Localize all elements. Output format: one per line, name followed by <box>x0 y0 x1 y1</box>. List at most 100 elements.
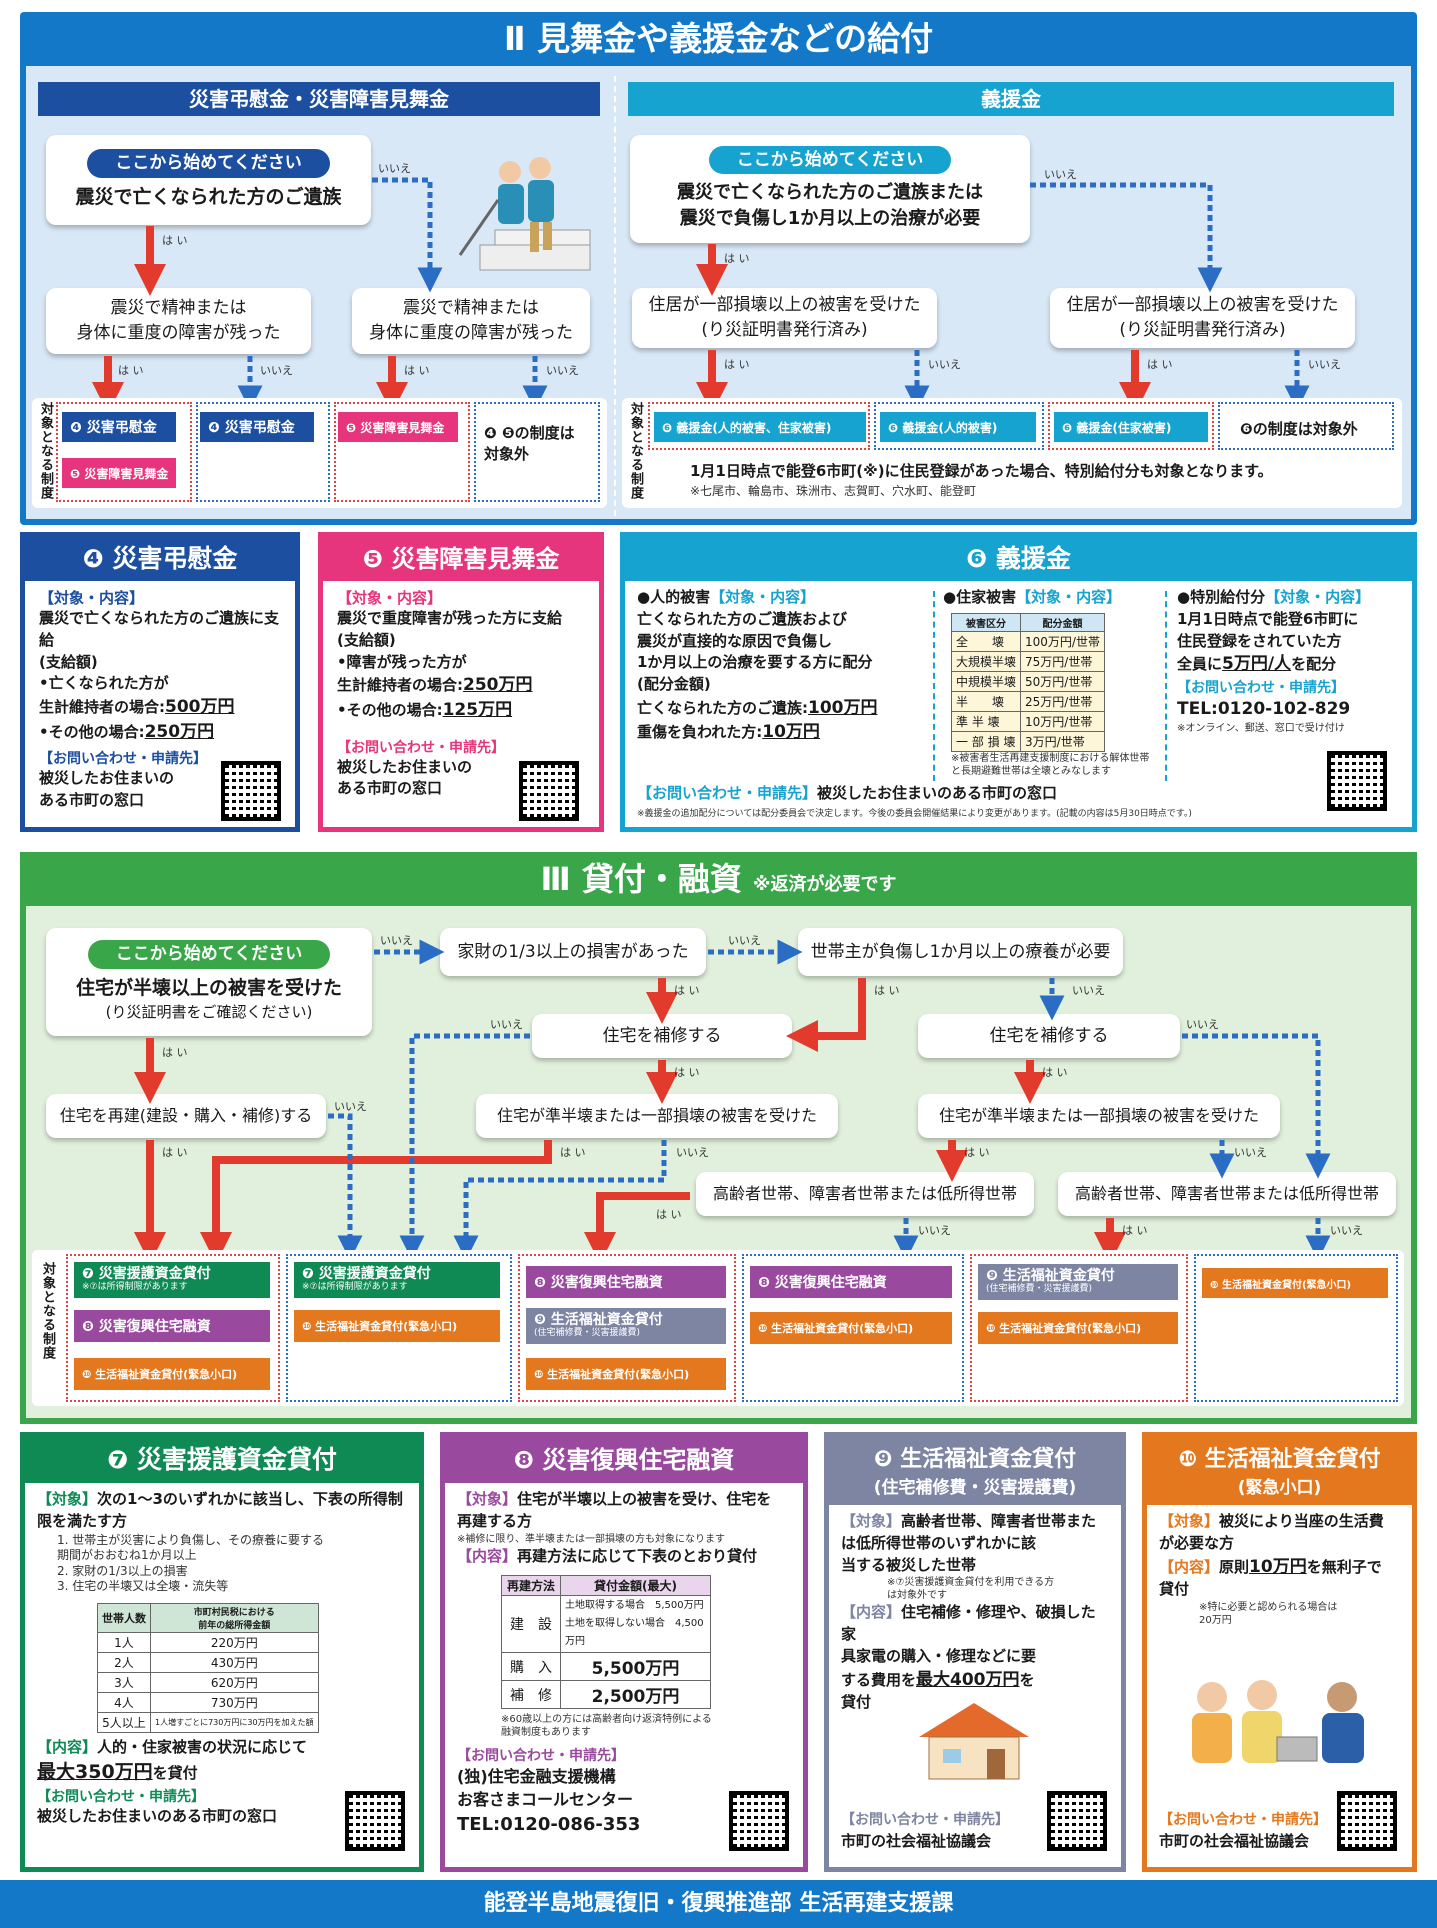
no-label: いいえ <box>1072 984 1105 997</box>
subtitle: ※返済が必要です <box>753 874 897 895</box>
title: ❿ 生活福祉資金貸付 <box>1178 1447 1381 1472</box>
yes-label: は い <box>560 1146 586 1159</box>
cell <box>518 1254 736 1402</box>
cell: 5人以上 <box>97 1711 151 1733</box>
th: 再建方法 <box>501 1575 561 1597</box>
qr-code[interactable] <box>345 1791 405 1851</box>
text: 住宅が半壊以上の被害を受け、住宅を 再建する方 <box>457 1490 772 1530</box>
title: ❾ 生活福祉資金貸付 <box>873 1447 1077 1472</box>
cell: 620万円 <box>150 1671 319 1693</box>
amount: 100万円 <box>808 697 878 718</box>
text: •障害が残った方が 生計維持者の場合:250万円 <box>337 652 585 698</box>
card-donation: ❻ 義援金 ●人的被害【対象・内容】 亡くなられた方のご遺族および 震災が直接的… <box>620 532 1417 832</box>
no-label: いいえ <box>1186 1018 1219 1031</box>
cell <box>648 402 870 450</box>
note: ※⑦災害援護資金貸付を利用できる方 は対象外です <box>887 1577 1055 1602</box>
label: 【内容】 <box>841 1603 902 1622</box>
no-label: いいえ <box>928 358 961 371</box>
text: ●人的被害【対象・内容】 <box>637 587 937 609</box>
label: 【対象】 <box>1159 1512 1220 1530</box>
note: ※特に必要と認められる場合は 20万円 <box>1199 1601 1338 1626</box>
text: •亡くなられた方が 生計維持者の場合:500万円 <box>39 673 281 719</box>
no-label: いいえ <box>1044 168 1077 181</box>
tag-loan9: ❾ 生活福祉資金貸付(住宅補修費・災害援護費) <box>978 1264 1178 1300</box>
text: 再建方法に応じて下表のとおり貸付 <box>517 1546 758 1565</box>
cell <box>1194 1254 1398 1402</box>
qr-code[interactable] <box>1327 751 1387 811</box>
q-text: 震災で精神または 身体に重度の障害が残った <box>369 298 573 343</box>
label: 【お問い合わせ・申請先】 <box>1177 679 1345 696</box>
text: ●人的被害 <box>637 588 711 606</box>
q-text: 高齢者世帯、障害者世帯または低所得世帯 <box>1074 1184 1379 1204</box>
label: 【お問い合わせ・申請先】 <box>637 784 818 802</box>
text: 【対象】住宅が半壊以上の被害を受け、住宅を 再建する方 <box>457 1489 791 1533</box>
text: 【お問い合わせ・申請先】被災したお住まいのある市町の窓口 <box>637 783 1057 805</box>
donation-header: 義援金 <box>628 82 1394 116</box>
cell <box>1048 402 1214 450</box>
no-label: いいえ <box>1330 1224 1363 1237</box>
th: 世帯人数 <box>97 1602 151 1633</box>
label: 【対象・内容】 <box>710 588 816 606</box>
text: (独)住宅金融支援機構 お客さまコールセンター <box>457 1767 634 1810</box>
flow-arrows-sec3 <box>134 939 1331 1264</box>
tag-sub: (住宅補修費・災害援護費) <box>986 1283 1093 1294</box>
q-repair-2: 住宅を補修する <box>918 1014 1180 1058</box>
list-item: 2. 家財の1/3以上の損害 <box>57 1563 188 1578</box>
cell <box>286 1254 512 1402</box>
text: 市町の社会福祉協議会 <box>841 1832 992 1850</box>
card-title: ❺ 災害障害見舞金 <box>323 537 599 581</box>
q-text: 住居が一部損壊以上の被害を受けた (り災証明書発行済み) <box>1066 295 1339 340</box>
text: 市町の社会福祉協議会 <box>1159 1832 1310 1850</box>
yes-label: は い <box>1147 358 1173 371</box>
tag-loan10: ❿ 生活福祉資金貸付(緊急小口) <box>1202 1268 1388 1298</box>
text: 【内容】再建方法に応じて下表のとおり貸付 <box>457 1546 791 1568</box>
yes-label: は い <box>1122 1224 1148 1237</box>
tag-loan10: ❿ 生活福祉資金貸付(緊急小口) <box>978 1312 1178 1344</box>
text: 1月1日時点で能登6市町に 住民登録をされていた方 全員に <box>1177 609 1359 674</box>
text: ●特別給付分 <box>1177 588 1266 606</box>
subtitle: (住宅補修費・災害援護費) <box>873 1478 1077 1498</box>
cell: 全 壊 <box>950 630 1022 652</box>
card-disability: ❺ 災害障害見舞金 【対象・内容】 震災で重度障害が残った方に支給 (支給額) … <box>318 532 604 832</box>
qr-code[interactable] <box>519 761 579 821</box>
qr-code[interactable] <box>1337 1791 1397 1851</box>
tag-text: ❼ 災害援護資金貸付 <box>302 1266 431 1283</box>
text: ●住家被害 <box>943 588 1017 606</box>
tag-sub: ※⑦は所得制限があります <box>302 1281 408 1292</box>
cell: 中規模半壊 <box>950 670 1022 692</box>
label: 【対象・内容】 <box>1016 588 1122 606</box>
no-label: いいえ <box>1234 1146 1267 1159</box>
tag-text: ❾ 生活福祉資金貸付 <box>986 1268 1115 1285</box>
q-disability-2: 震災で精神または 身体に重度の障害が残った <box>352 288 590 354</box>
target-label: 対象となる制度 <box>628 402 643 500</box>
no-label: いいえ <box>380 934 413 947</box>
qr-code[interactable] <box>729 1791 789 1851</box>
q-text: 震災で亡くなられた方のご遺族 <box>75 185 342 208</box>
yes-label: は い <box>964 1146 990 1159</box>
q-text: 住宅が準半壊または一部損壊の被害を受けた <box>938 1106 1259 1126</box>
q-text: 住宅を再建(建設・購入・補修)する <box>59 1106 313 1126</box>
loan-amount-table: 再建方法貸付金額(最大) 建 設土地取得する場合 5,500万円土地を取得しない… <box>501 1575 711 1710</box>
note: ※被害者生活再建支援制度における解体世帯 と長期避難世帯は全壊とみなします <box>951 752 1150 777</box>
text: 【対象】高齢者世帯、障害者世帯また は低所得世帯のいずれかに該 当する被災した世… <box>841 1511 1109 1576</box>
text: 亡くなられた方のご遺族および 震災が直接的な原因で負傷し 1か月以上の治療を要す… <box>637 609 873 672</box>
amount: 最大350万円 <box>37 1760 153 1783</box>
q-rebuild: 住宅を再建(建設・購入・補修)する <box>46 1094 326 1138</box>
cell: 大規模半壊 <box>950 650 1022 672</box>
qr-code[interactable] <box>1047 1791 1107 1851</box>
tag-disability: ❺ 災害障害見舞金 <box>338 412 458 442</box>
yes-label: は い <box>1042 1066 1068 1079</box>
q-text: 高齢者世帯、障害者世帯または低所得世帯 <box>712 1184 1017 1204</box>
q-low-income-2: 高齢者世帯、障害者世帯または低所得世帯 <box>1058 1172 1396 1216</box>
yes-label: は い <box>162 234 188 247</box>
q-text: 住居が一部損壊以上の被害を受けた (り災証明書発行済み) <box>648 295 921 340</box>
no-label: いいえ <box>334 1100 367 1113</box>
cell <box>742 1254 964 1402</box>
phone[interactable]: TEL:0120-102-829 <box>1177 698 1351 719</box>
qr-code[interactable] <box>221 761 281 821</box>
phone[interactable]: TEL:0120-086-353 <box>457 1813 641 1835</box>
cell: 2人 <box>97 1651 151 1673</box>
no-label: いいえ <box>728 934 761 947</box>
